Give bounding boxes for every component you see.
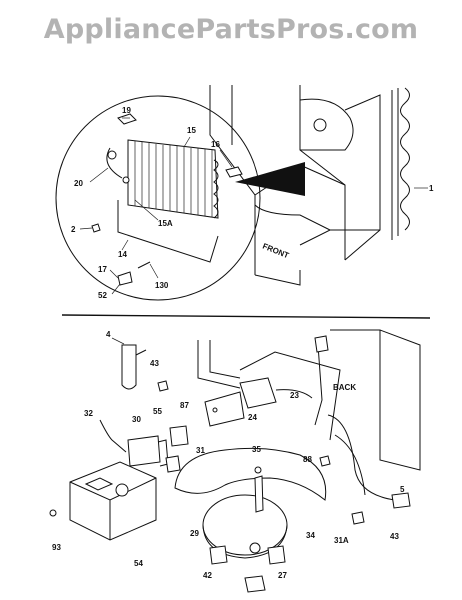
clip-icon — [157, 380, 169, 392]
callout-54: 54 — [134, 559, 143, 568]
grommet-icon — [244, 575, 266, 593]
condenser-coil-icon: 1 — [391, 87, 434, 240]
overload-icon — [169, 425, 189, 447]
capacitor-icon: 30 — [127, 415, 169, 467]
callout-16: 16 — [211, 140, 220, 149]
front-label: FRONT — [261, 242, 290, 261]
callout-15: 15 — [187, 126, 196, 135]
connector-icon — [314, 335, 329, 353]
connector-43-icon — [351, 511, 365, 525]
screw-icon — [49, 509, 57, 517]
upper-callouts: 19 15 16 20 15A 2 14 17 130 52 — [71, 106, 233, 300]
callout-87: 87 — [180, 401, 189, 410]
callout-43-top: 43 — [150, 359, 159, 368]
callout-14: 14 — [118, 250, 127, 259]
callout-42: 42 — [203, 571, 212, 580]
callout-43-bottom: 43 — [390, 532, 399, 541]
callout-34: 34 — [306, 531, 315, 540]
callout-32: 32 — [84, 409, 93, 418]
watermark: AppliancePartsPros.com — [43, 14, 419, 45]
callout-5: 5 — [400, 485, 405, 494]
callout-17: 17 — [98, 265, 107, 274]
back-label: BACK — [333, 383, 356, 392]
callout-20: 20 — [74, 179, 83, 188]
relay-icon: 23 24 87 — [180, 377, 313, 427]
control-box-icon: 54 — [69, 461, 157, 568]
cover-icon — [165, 455, 181, 473]
compressor-icon: 35 29 34 31A 42 — [174, 445, 349, 580]
callout-31a: 31A — [334, 536, 349, 545]
callout-19: 19 — [122, 106, 131, 115]
wire-loop — [99, 419, 127, 453]
drier-icon: 4 — [106, 330, 147, 390]
callout-30: 30 — [132, 415, 141, 424]
callout-31: 31 — [196, 446, 205, 455]
section-divider — [61, 314, 431, 319]
evaporator-detail-icon — [55, 95, 261, 301]
screw-88-icon — [319, 455, 331, 467]
callout-52: 52 — [98, 291, 107, 300]
callout-1: 1 — [429, 184, 434, 193]
callout-4: 4 — [106, 330, 111, 339]
callout-88: 88 — [303, 455, 312, 464]
harness-wire — [314, 344, 323, 426]
callout-2: 2 — [71, 225, 76, 234]
callout-130: 130 — [155, 281, 169, 290]
callout-35: 35 — [252, 445, 261, 454]
cabinet-lower: BACK — [197, 329, 421, 471]
callout-23: 23 — [290, 391, 299, 400]
callout-15a: 15A — [158, 219, 173, 228]
callout-29: 29 — [190, 529, 199, 538]
callout-24: 24 — [248, 413, 257, 422]
callout-27: 27 — [278, 571, 287, 580]
callout-55: 55 — [153, 407, 162, 416]
callout-93: 93 — [52, 543, 61, 552]
detail-wedge — [235, 162, 305, 196]
